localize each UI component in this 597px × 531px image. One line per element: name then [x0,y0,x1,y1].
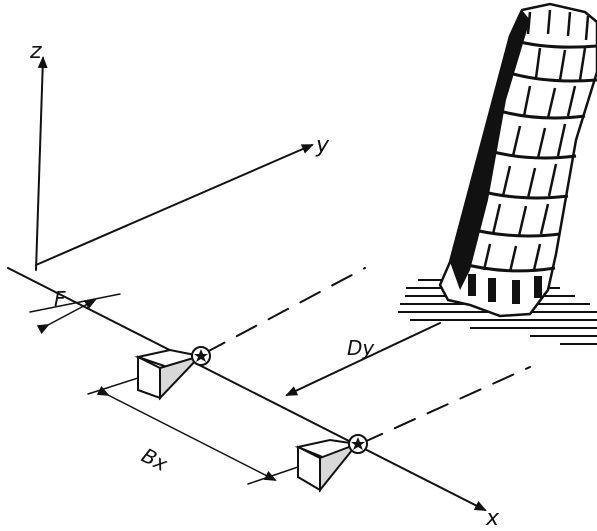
leaning-tower-icon [398,2,597,345]
distance-arrow [285,322,441,396]
z-axis [35,56,48,271]
y-axis [35,144,314,266]
camera-icon [134,346,211,401]
baseline-dimension [87,377,299,485]
focal-length-label: F [54,287,66,311]
camera-2-optical-axis [361,366,531,444]
distance-label: Dy [347,336,375,360]
baseline-label: Bx [138,443,172,476]
x-axis-label: x [485,506,500,531]
coordinate-axes [7,56,487,511]
camera-1-optical-axis [204,267,366,354]
camera-icon [294,434,368,493]
focal-length-dimension [29,293,121,335]
z-axis-label: z [29,39,42,64]
y-axis-label: y [315,133,330,158]
